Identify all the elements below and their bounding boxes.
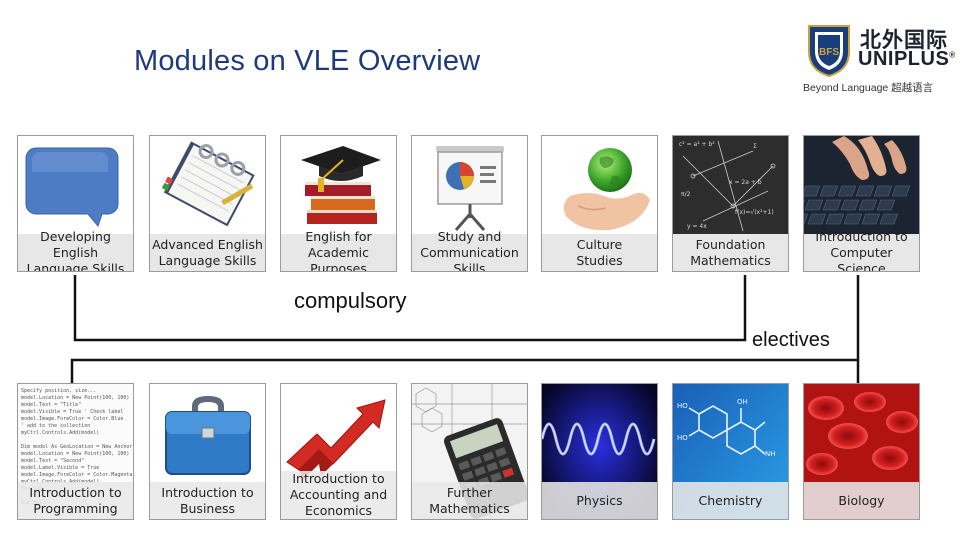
module-tile-computer-science[interactable]: Introduction to Computer Science	[803, 135, 920, 272]
module-label: Introduction to Accounting and Economics	[281, 471, 396, 519]
compulsory-label: compulsory	[294, 288, 407, 313]
module-tile-foundation-mathematics[interactable]: c² = a² + b² x = 2a + b f(x)=√(x²+1) π/2…	[672, 135, 789, 272]
module-tile-study-communication[interactable]: Study and Communication Skills	[411, 135, 528, 272]
svg-text:model.Location = New Point(100: model.Location = New Point(100, 100)	[21, 451, 129, 457]
module-label: Culture Studies	[542, 234, 657, 271]
module-tile-advanced-english[interactable]: Advanced English Language Skills	[149, 135, 266, 272]
svg-text:' add to the collection: ' add to the collection	[21, 423, 90, 429]
module-label: Advanced English Language Skills	[150, 234, 265, 271]
globe-in-hands-icon	[542, 136, 657, 236]
binder-icon	[150, 136, 265, 236]
keyboard-hands-icon	[804, 136, 919, 236]
svg-text:model.Label.Visible = True: model.Label.Visible = True	[21, 465, 99, 471]
svg-text:HO: HO	[677, 434, 688, 442]
electives-bracket	[70, 275, 860, 383]
module-label: Chemistry	[673, 482, 788, 519]
svg-text:c² = a² + b²: c² = a² + b²	[679, 141, 715, 148]
svg-text:y = 4x: y = 4x	[687, 223, 707, 230]
svg-text:OH: OH	[737, 398, 748, 406]
chalkboard-math-icon: c² = a² + b² x = 2a + b f(x)=√(x²+1) π/2…	[673, 136, 788, 236]
svg-text:HO: HO	[677, 402, 688, 410]
books-graduation-cap-icon	[281, 136, 396, 236]
svg-text:model.Text = "Second": model.Text = "Second"	[21, 458, 84, 464]
svg-text:Specify position, size...: Specify position, size...	[21, 388, 96, 394]
logo-english-text: UNIPLUS	[858, 48, 950, 70]
bfs-shield-icon: BFS	[808, 25, 850, 78]
module-tile-developing-english[interactable]: Developing English Language Skills	[17, 135, 134, 272]
module-label: Further Mathematics	[412, 482, 527, 519]
svg-text:model.Image.ForeColor = Color.: model.Image.ForeColor = Color.Blue	[21, 416, 123, 422]
svg-text:myCtrl.Controls.Add(model): myCtrl.Controls.Add(model)	[21, 430, 99, 436]
module-tile-accounting-economics[interactable]: Introduction to Accounting and Economics	[280, 383, 397, 520]
svg-text:model.Image.ForeColor = Color.: model.Image.ForeColor = Color.Magenta	[21, 472, 132, 478]
module-tile-programming[interactable]: Specify position, size... model.Location…	[17, 383, 134, 520]
module-tile-culture-studies[interactable]: Culture Studies	[541, 135, 658, 272]
module-tile-further-mathematics[interactable]: Further Mathematics	[411, 383, 528, 520]
module-label: Introduction to Business	[150, 482, 265, 519]
page-title: Modules on VLE Overview	[134, 45, 481, 77]
module-label: Introduction to Programming	[18, 482, 133, 519]
module-label: Foundation Mathematics	[673, 234, 788, 271]
uniplus-logo: BFS 北外国际 UNIPLUS® Beyond Language 超越语言	[800, 18, 960, 98]
svg-text:f(x)=√(x²+1): f(x)=√(x²+1)	[735, 209, 774, 216]
presentation-board-icon	[412, 136, 527, 236]
logo-chinese-name: 北外国际	[860, 28, 948, 52]
module-tile-physics[interactable]: Physics	[541, 383, 658, 520]
compulsory-bracket	[73, 275, 747, 342]
svg-text:Σ: Σ	[753, 143, 757, 150]
electives-label: electives	[752, 329, 830, 351]
svg-text:model.Location = New Point(100: model.Location = New Point(100, 100)	[21, 395, 129, 401]
logo-tagline: Beyond Language 超越语言	[803, 82, 934, 94]
module-label: Physics	[542, 482, 657, 519]
svg-text:Dim model As GeoLocation = New: Dim model As GeoLocation = New Anchor()	[21, 444, 133, 450]
module-tile-business[interactable]: Introduction to Business	[149, 383, 266, 520]
svg-text:model.Text = "Title": model.Text = "Title"	[21, 402, 81, 408]
module-tile-chemistry[interactable]: HO HO NH OH Chemistry	[672, 383, 789, 520]
logo-registered-mark: ®	[949, 50, 956, 60]
module-label: Developing English Language Skills	[18, 229, 133, 271]
speech-bubble-icon	[18, 136, 133, 236]
shield-text: BFS	[819, 47, 839, 58]
svg-text:x = 2a + b: x = 2a + b	[729, 179, 762, 186]
module-label: Biology	[804, 482, 919, 519]
svg-text:NH: NH	[765, 450, 776, 458]
module-tile-english-academic[interactable]: English for Academic Purposes	[280, 135, 397, 272]
module-tile-biology[interactable]: Biology	[803, 383, 920, 520]
svg-text:π/2: π/2	[681, 191, 691, 198]
logo-english-name: UNIPLUS®	[858, 48, 956, 71]
svg-text:model.Visible = True ' Check: model.Visible = True ' Check label	[21, 409, 123, 415]
